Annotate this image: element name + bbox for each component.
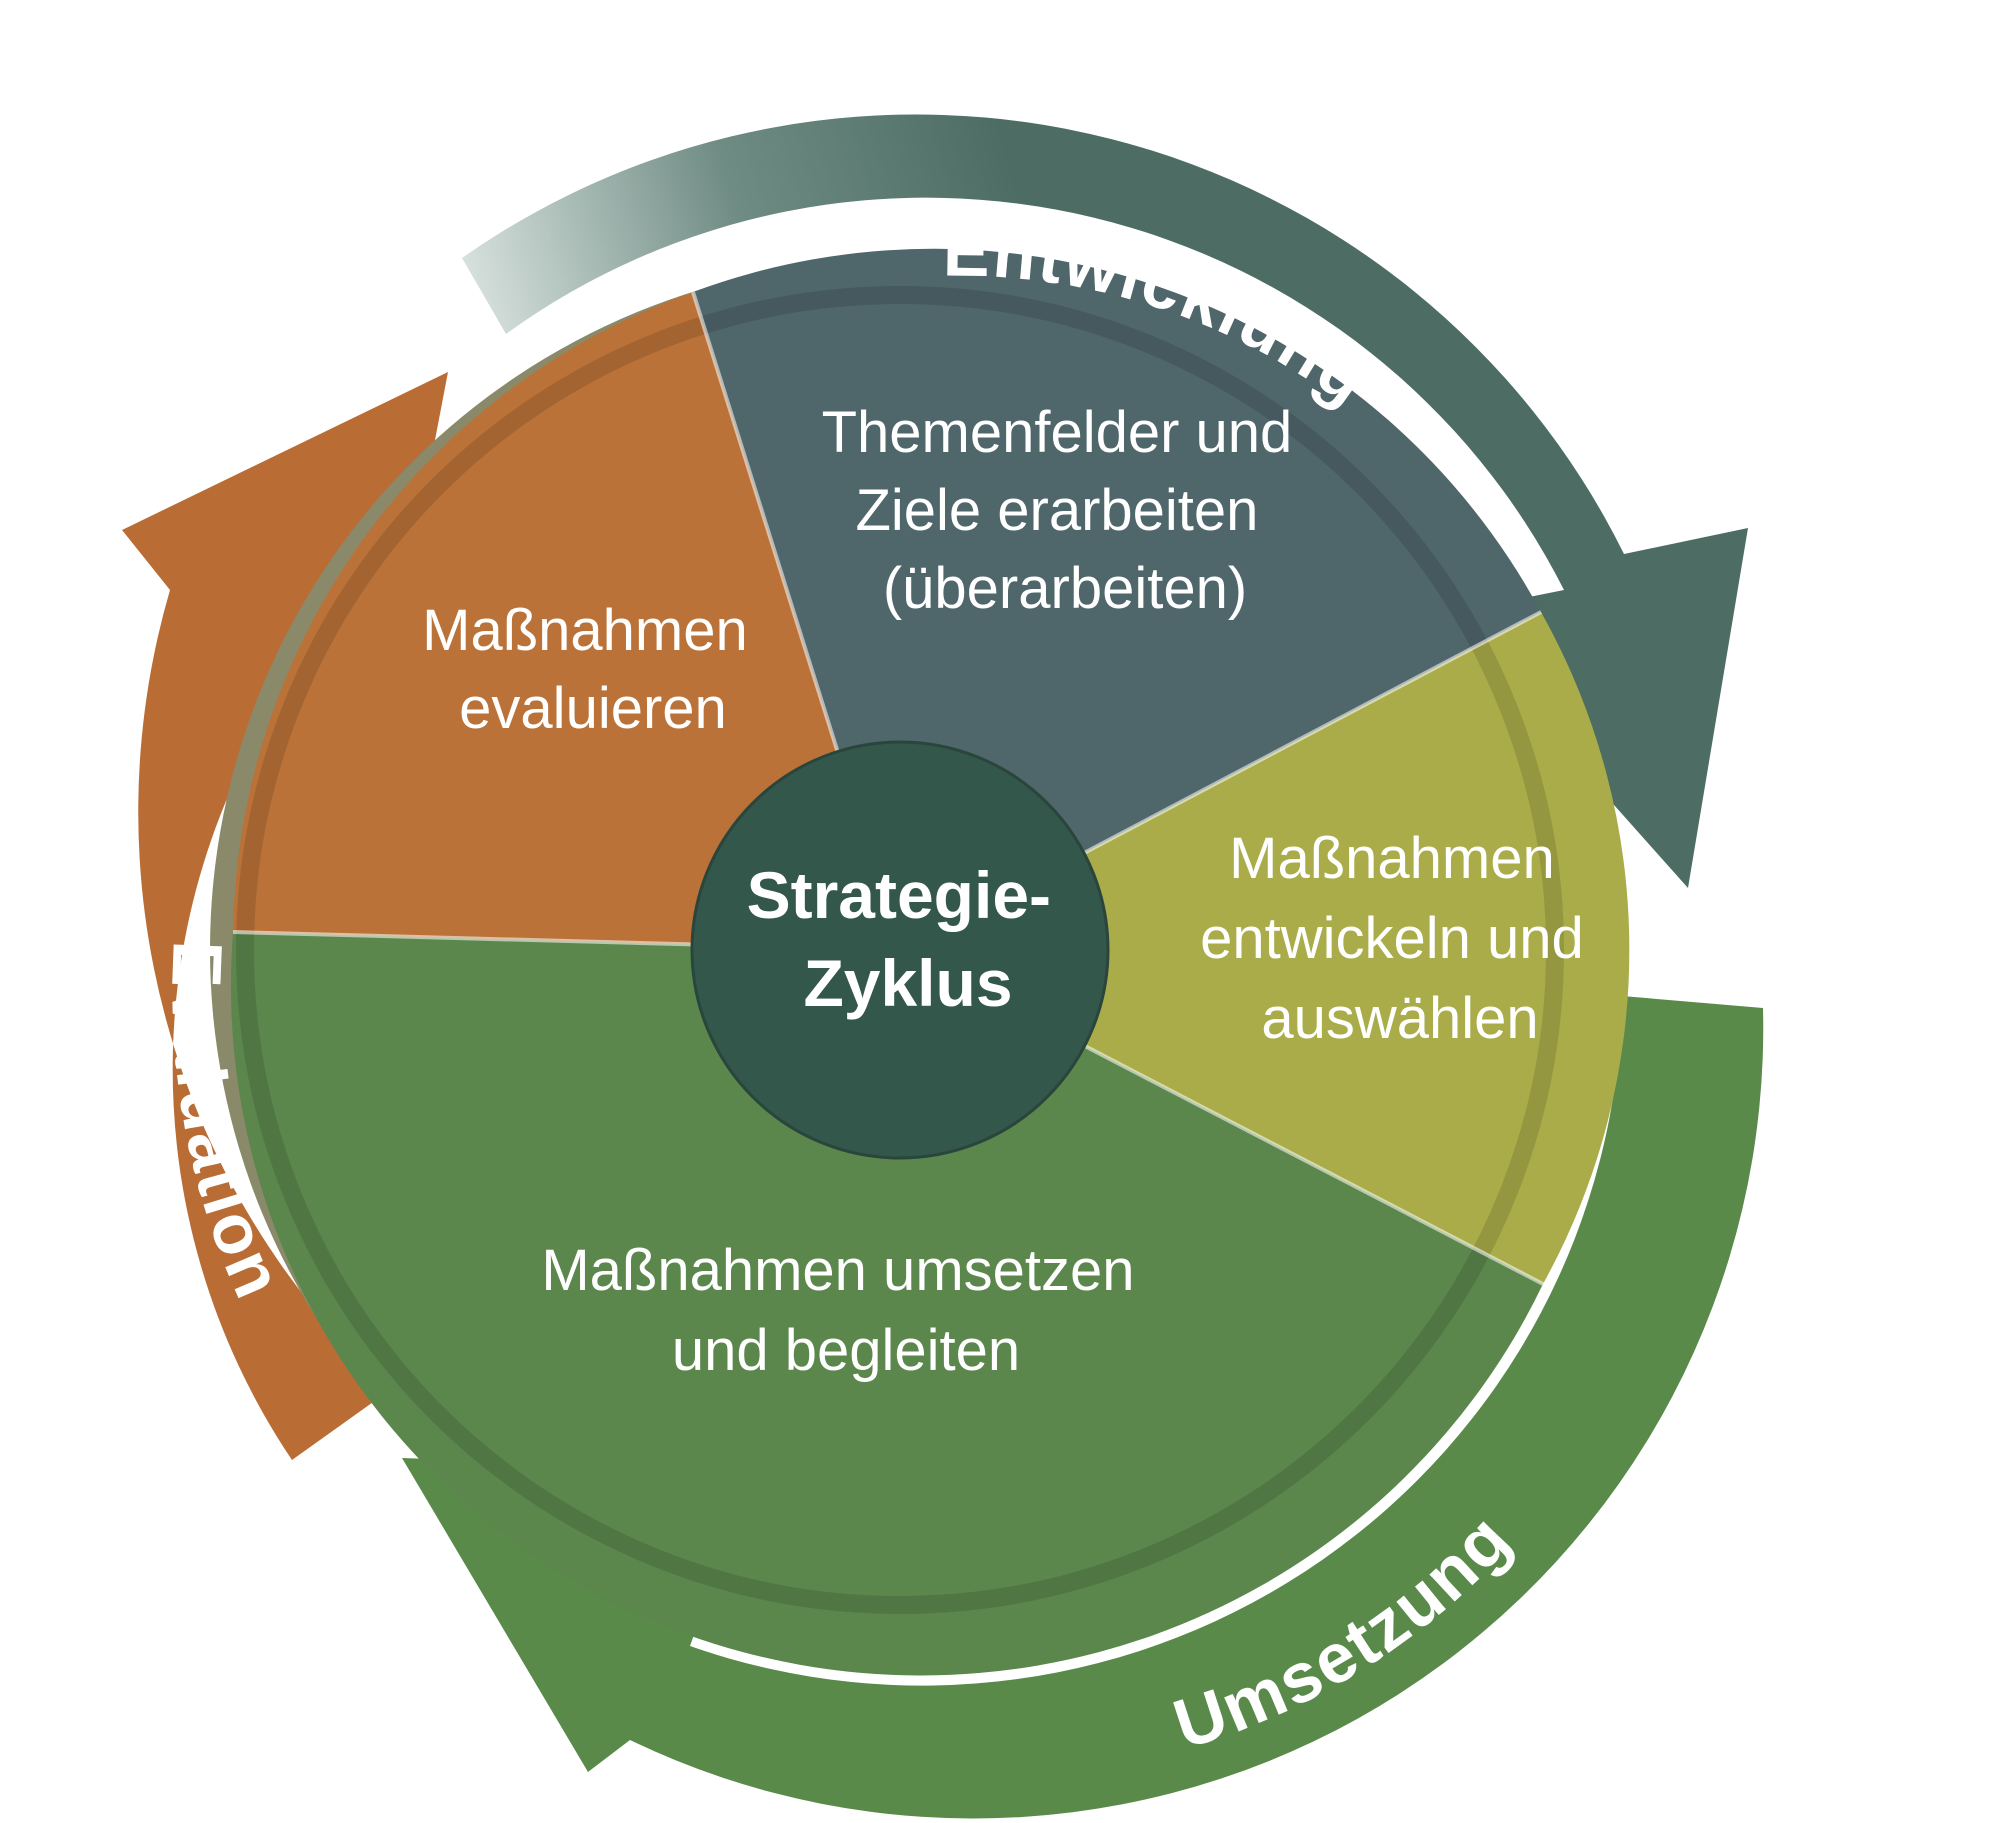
segment-themen-line1: Themenfelder und: [822, 400, 1293, 465]
segment-evaluieren-line1: Maßnahmen: [422, 598, 748, 663]
segment-themen-label: Themenfelder und Ziele erarbeiten (übera…: [822, 400, 1309, 621]
center-title: Strategie- Zyklus: [747, 858, 1070, 1020]
segment-evaluieren-label: Maßnahmen evaluieren: [422, 598, 764, 741]
segment-entwickeln: [900, 612, 1630, 1284]
segment-entwickeln-line2: entwickeln und: [1200, 906, 1584, 971]
segment-entwickeln-label: Maßnahmen entwickeln und auswählen: [1200, 826, 1600, 1051]
arrow-entwicklung: [462, 114, 1748, 889]
arrow-umsetzung: [402, 996, 1764, 1819]
segment-themen-line2: Ziele erarbeiten: [855, 478, 1258, 543]
segment-umsetzen-line2: und begleiten: [672, 1318, 1020, 1383]
segment-evaluieren: [233, 292, 900, 950]
segment-umsetzen: [230, 932, 1543, 1676]
segment-entwickeln-line1: Maßnahmen: [1229, 826, 1555, 891]
center-title-line1: Strategie-: [747, 858, 1051, 932]
segment-evaluieren-line2: evaluieren: [459, 676, 727, 741]
segment-umsetzen-label: Maßnahmen umsetzen und begleiten: [541, 1238, 1150, 1383]
center-title-line2: Zyklus: [803, 946, 1012, 1020]
segment-entwickeln-line3: auswählen: [1261, 986, 1538, 1051]
segment-umsetzen-line1: Maßnahmen umsetzen: [541, 1238, 1134, 1303]
inner-ring-shade: [236, 286, 1564, 1614]
segment-themen-line3: (überarbeiten): [883, 556, 1247, 621]
center-circle: [690, 740, 1110, 1160]
